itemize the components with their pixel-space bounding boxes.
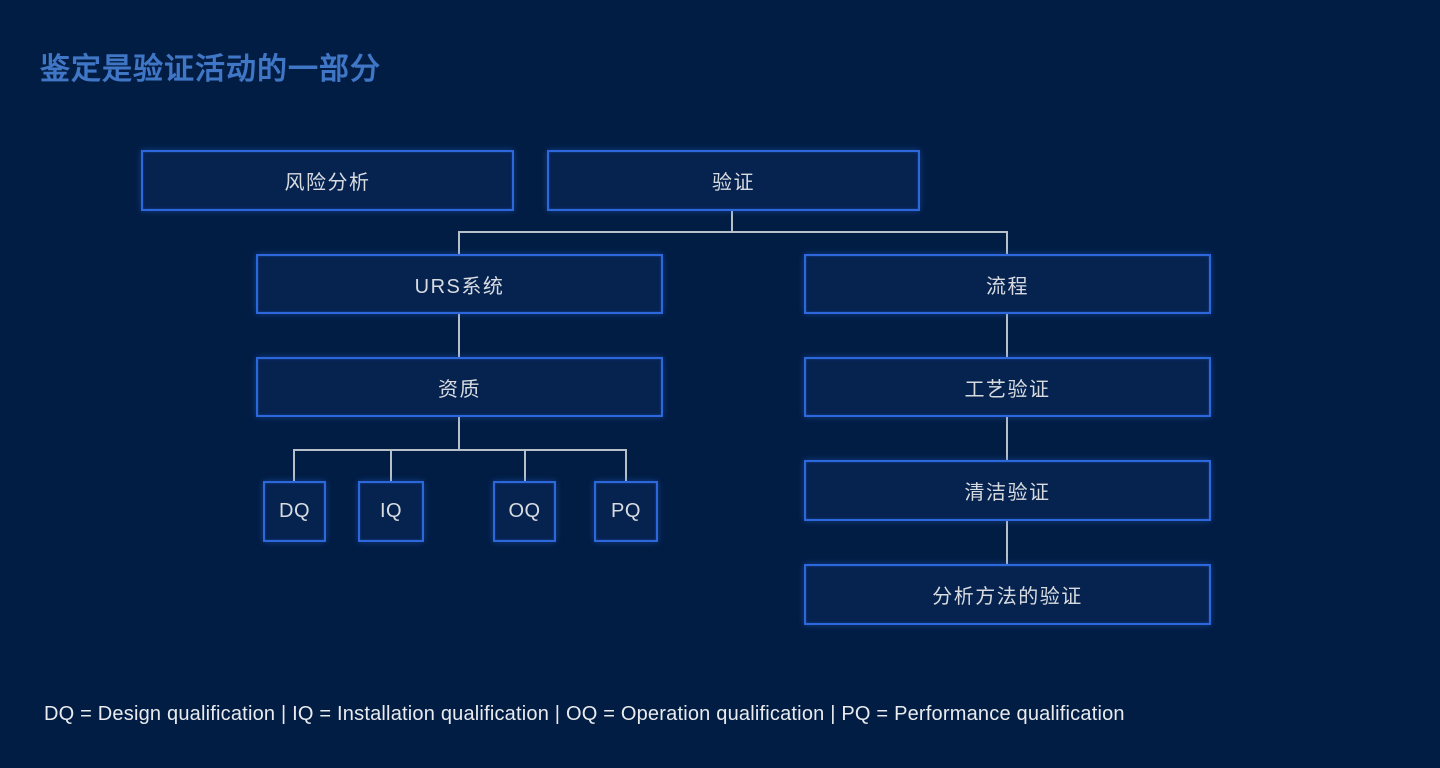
connector-drop-process <box>1006 231 1008 255</box>
connector-drop-dq <box>293 449 295 481</box>
connector-drop-oq <box>524 449 526 481</box>
node-dq: DQ <box>263 481 326 542</box>
node-urs-system: URS系统 <box>256 254 663 314</box>
connector-urs-to-qualification <box>458 313 460 357</box>
connector-validation-branch <box>458 231 1008 233</box>
node-qualification: 资质 <box>256 357 663 417</box>
connector-drop-iq <box>390 449 392 481</box>
node-risk-analysis: 风险分析 <box>141 150 514 211</box>
connector-validation-stem <box>731 211 733 232</box>
connector-process-to-process-validation <box>1006 313 1008 357</box>
connector-drop-urs-system <box>458 231 460 255</box>
node-iq: IQ <box>358 481 424 542</box>
node-validation: 验证 <box>547 150 920 211</box>
node-cleaning-validation: 清洁验证 <box>804 460 1211 521</box>
connector-qualification-stem <box>458 417 460 450</box>
connector-process-validation-to-cleaning-validation <box>1006 417 1008 460</box>
node-oq: OQ <box>493 481 556 542</box>
legend-text: DQ = Design qualification | IQ = Install… <box>44 703 1125 725</box>
node-pq: PQ <box>594 481 658 542</box>
connector-cleaning-to-analytical-method-validation <box>1006 521 1008 564</box>
node-process: 流程 <box>804 254 1211 314</box>
node-process-validation: 工艺验证 <box>804 357 1211 417</box>
page-title: 鉴定是验证活动的一部分 <box>40 53 381 86</box>
connector-qualification-branch <box>293 449 627 451</box>
node-analytical-method-validation: 分析方法的验证 <box>804 564 1211 625</box>
connector-drop-pq <box>625 449 627 481</box>
